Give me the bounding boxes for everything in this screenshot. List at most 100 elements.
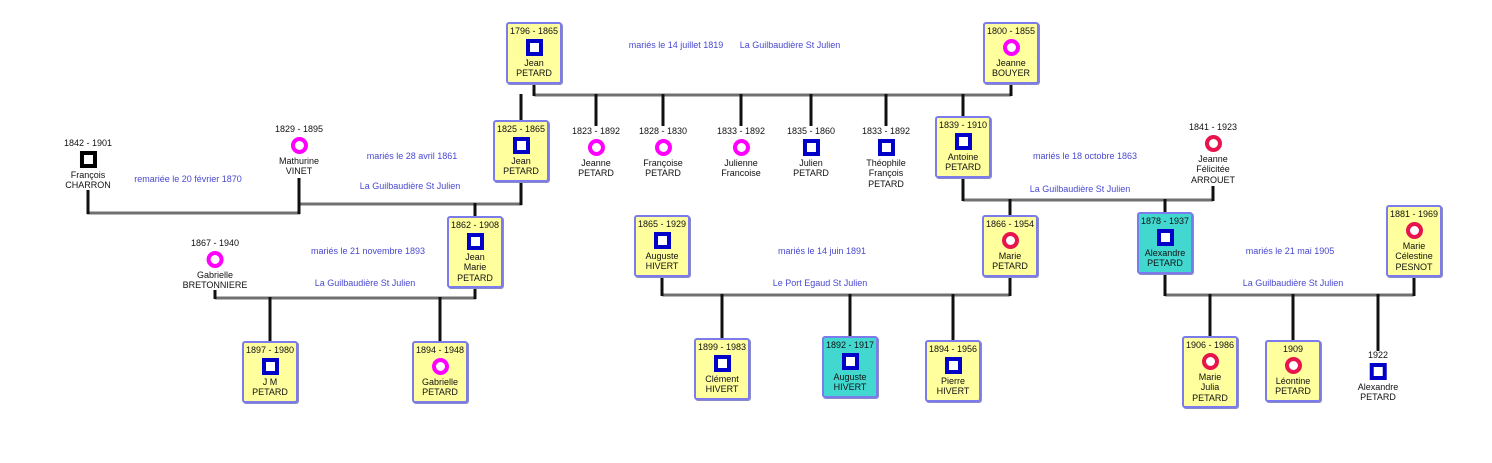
female-icon	[290, 136, 308, 154]
person-dates: 1909	[1282, 344, 1304, 354]
female-icon	[1201, 352, 1219, 370]
tree-line-horizontal	[534, 93, 1011, 97]
marriage-label: La Guilbaudière St Julien	[314, 278, 416, 288]
male-icon	[713, 354, 731, 372]
tree-line-vertical	[661, 94, 665, 126]
tree-line-vertical	[720, 294, 724, 339]
marriage-label: mariés le 21 novembre 1893	[310, 246, 426, 256]
marriage-label: La Guilbaudière St Julien	[359, 181, 461, 191]
person-name-line: Clément	[705, 373, 739, 384]
person-name-line: HIVERT	[833, 382, 867, 392]
person-dates: 1922	[1367, 350, 1389, 360]
person-name-line: Jean	[511, 155, 531, 166]
person-dates: 1897 - 1980	[245, 345, 295, 355]
female-icon	[732, 138, 750, 156]
tree-line-horizontal	[662, 293, 1010, 297]
tree-line-vertical	[739, 94, 743, 126]
person-name-line: HIVERT	[705, 384, 739, 394]
tree-line-vertical	[213, 290, 217, 299]
marriage-label: mariés le 28 avril 1861	[366, 151, 458, 161]
person-dates: 1833 - 1892	[861, 126, 911, 136]
tree-line-horizontal	[1165, 293, 1414, 297]
male-icon	[79, 150, 97, 168]
male-icon	[525, 38, 543, 56]
person-name-line: J M	[262, 376, 278, 387]
tree-line-vertical	[268, 297, 272, 342]
marriage-label: mariés le 21 mai 1905	[1245, 246, 1335, 256]
person-name-line: Auguste	[645, 250, 679, 261]
person-name-line: PETARD	[422, 387, 458, 397]
tree-line-vertical	[1291, 294, 1295, 341]
person-name-line: Jeanne	[996, 57, 1026, 68]
person-name-line: Marie	[1198, 371, 1222, 382]
person-dates: 1823 - 1892	[571, 126, 621, 136]
person-name-line: BOUYER	[991, 68, 1030, 78]
tree-line-vertical	[848, 294, 852, 337]
tree-line-vertical	[519, 94, 523, 121]
tree-line-vertical	[297, 178, 301, 214]
person-name-line: Mathurine	[278, 155, 320, 166]
person-name-line: VINET	[285, 166, 313, 176]
tree-line-vertical	[1008, 199, 1012, 216]
person-name-line: PETARD	[1360, 392, 1396, 402]
person-name-line: PETARD	[503, 166, 539, 176]
female-icon	[1001, 231, 1019, 249]
tree-line-horizontal	[87, 211, 300, 215]
tree-line-vertical	[1208, 294, 1212, 337]
person-name-line: PETARD	[868, 178, 904, 189]
person-dates: 1862 - 1908	[450, 220, 500, 230]
person-name-line: Marie	[1402, 240, 1426, 251]
person-name-line: Francoise	[721, 168, 761, 178]
male-icon	[1156, 228, 1174, 246]
person-dates: 1796 - 1865	[509, 26, 559, 36]
tree-line-vertical	[809, 94, 813, 126]
person-name-line: HIVERT	[936, 386, 970, 396]
tree-line-vertical	[961, 179, 965, 201]
tree-line-vertical	[961, 94, 965, 117]
person-dates: 1825 - 1865	[496, 124, 546, 134]
person-dates: 1842 - 1901	[63, 138, 113, 148]
person-name-line: PETARD	[252, 387, 288, 397]
person-name-line: PETARD	[578, 168, 614, 178]
female-icon	[587, 138, 605, 156]
tree-line-horizontal	[963, 198, 1213, 202]
female-icon	[206, 250, 224, 268]
person-dates: 1865 - 1929	[637, 219, 687, 229]
person-name-line: François	[70, 169, 106, 180]
marriage-label: mariés le 14 juillet 1819	[628, 40, 724, 50]
person-dates: 1828 - 1830	[638, 126, 688, 136]
female-icon	[1002, 38, 1020, 56]
person-name-line: Jean	[524, 57, 544, 68]
person-name-line: PESNOT	[1395, 261, 1433, 272]
person-name-line: PETARD	[945, 162, 981, 172]
male-icon	[877, 138, 895, 156]
person-name-line: PETARD	[645, 168, 681, 178]
marriage-label: La Guilbaudière St Julien	[739, 40, 841, 50]
